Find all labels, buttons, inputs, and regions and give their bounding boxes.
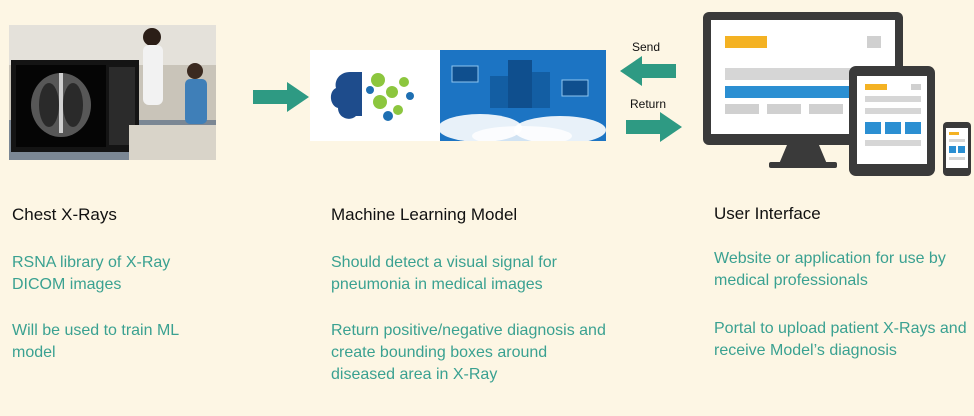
- xray-desc-1: RSNA library of X-Ray DICOM images: [12, 254, 171, 293]
- devices-illustration: [703, 12, 971, 176]
- ui-desc-2: Portal to upload patient X-Rays and rece…: [714, 320, 967, 359]
- ml-title: Machine Learning Model: [331, 205, 518, 224]
- ml-model-image: [310, 50, 606, 141]
- ui-desc-1: Website or application for use by medica…: [714, 250, 946, 289]
- xray-title: Chest X-Rays: [12, 205, 117, 224]
- ui-title: User Interface: [714, 204, 821, 223]
- xray-desc-2: Will be used to train ML model: [12, 322, 179, 361]
- ml-desc-1: Should detect a visual signal for pneumo…: [331, 254, 557, 293]
- ml-desc-2: Return positive/negative diagnosis and c…: [331, 322, 606, 383]
- xray-photo: [9, 25, 216, 160]
- return-arrow: [626, 112, 682, 142]
- send-label: Send: [632, 40, 661, 54]
- xray-to-model-arrow: [253, 82, 309, 112]
- return-label: Return: [630, 97, 667, 111]
- send-arrow: [620, 56, 676, 86]
